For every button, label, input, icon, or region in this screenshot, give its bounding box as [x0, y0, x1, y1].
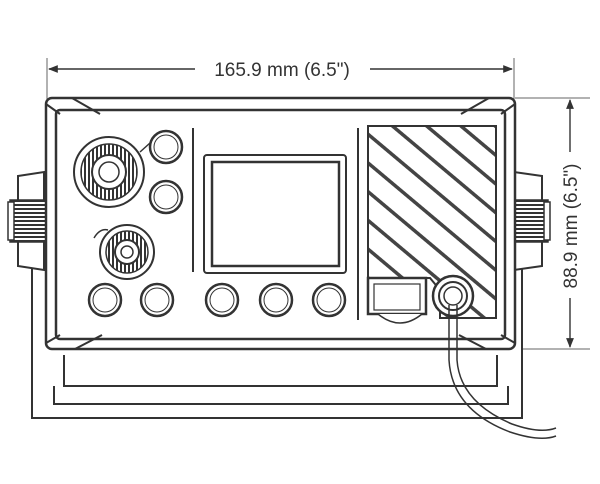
handset-holder [366, 276, 428, 324]
bracket-inner-tray [63, 355, 498, 387]
handset-cable-connector [431, 274, 475, 318]
width-dimension: 165.9 mm (6.5") [46, 58, 515, 100]
width-dimension-label: 165.9 mm (6.5") [214, 60, 350, 81]
volume-knob[interactable] [73, 136, 151, 208]
height-dimension: 88.9 mm (6.5") [515, 97, 590, 350]
bottom-button-2[interactable] [139, 282, 175, 318]
channel-knob[interactable] [93, 224, 155, 280]
bottom-button-3[interactable] [204, 282, 240, 318]
bracket-bottom-lip [53, 386, 509, 405]
button-top-right-1[interactable] [148, 129, 184, 165]
right-mounting-knob [511, 170, 551, 272]
height-dimension-label: 88.9 mm (6.5") [561, 163, 582, 288]
handset-cable [448, 305, 557, 439]
left-mounting-knob [7, 170, 47, 272]
button-top-right-2[interactable] [148, 179, 184, 215]
bottom-button-4[interactable] [258, 282, 294, 318]
bottom-button-1[interactable] [87, 282, 123, 318]
bottom-button-5[interactable] [311, 282, 347, 318]
lcd-display [203, 154, 347, 274]
